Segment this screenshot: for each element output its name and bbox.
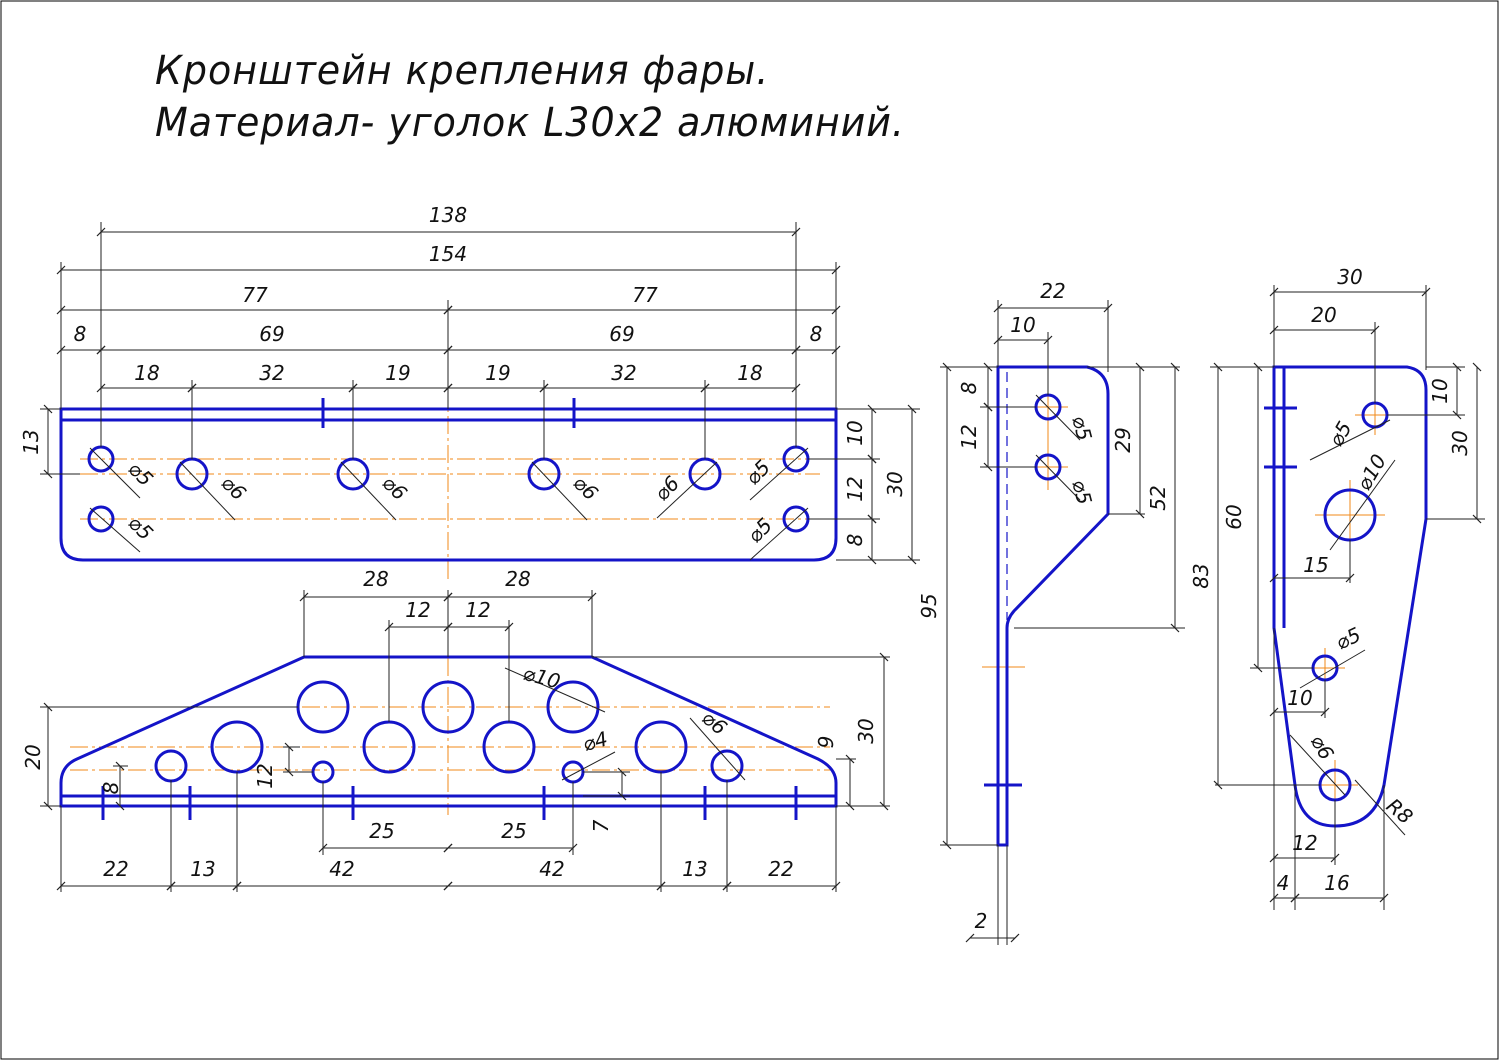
dim-25-right: 25 — [501, 819, 526, 843]
hole-label-d10: ⌀10 — [521, 661, 563, 694]
front-hole-small-right — [561, 760, 585, 784]
dim-12-left: 12 — [405, 598, 430, 622]
dim-10-side: 10 — [1010, 313, 1035, 337]
dim-4: 4 — [1277, 871, 1290, 895]
dim-19-left: 19 — [385, 361, 410, 385]
hole-bottom-left — [87, 505, 115, 533]
hole-label-bottom-left: ⌀5 — [123, 511, 157, 545]
drawing-title-line-2: Материал- уголок L30x2 алюминий. — [155, 100, 905, 146]
hole-label-mid-1: ⌀6 — [216, 471, 250, 505]
dim-138: 138 — [429, 203, 467, 227]
dim-19-right: 19 — [485, 361, 510, 385]
hole-label-d4: ⌀4 — [580, 726, 610, 756]
dim-83: 83 — [1189, 563, 1213, 588]
hole-label-mid-2: ⌀6 — [377, 471, 411, 505]
front-hole-1 — [154, 749, 188, 783]
dim-8-left: 8 — [74, 322, 87, 346]
flange-outline — [59, 407, 838, 562]
dim-10-side-2: 10 — [1428, 378, 1452, 403]
dim-77-left: 77 — [242, 283, 268, 307]
dim-12-front: 12 — [253, 763, 277, 788]
hole-label-top-left: ⌀5 — [123, 457, 157, 491]
dim-8-front: 8 — [99, 782, 123, 795]
dim-18-right: 18 — [737, 361, 762, 385]
hole-label-mid-3: ⌀6 — [568, 471, 602, 505]
dim-30-front: 30 — [854, 718, 878, 743]
dim-30: 30 — [883, 471, 907, 496]
dim-8-right: 8 — [810, 322, 823, 346]
dim-13-right: 13 — [682, 857, 707, 881]
dim-69-left: 69 — [259, 322, 284, 346]
side-view-2: 30 20 10 30 60 83 15 10 12 4 16 ⌀5 ⌀10 ⌀… — [1189, 265, 1485, 910]
hole-label-top-right: ⌀5 — [741, 455, 775, 489]
dim-32-right: 32 — [611, 361, 636, 385]
front-hole-9 — [710, 749, 744, 783]
dim-13: 13 — [19, 429, 43, 454]
dim-29: 29 — [1111, 427, 1135, 452]
hole-label-mid-4: ⌀6 — [650, 471, 684, 505]
dim-95: 95 — [917, 593, 941, 618]
dim-60: 60 — [1222, 504, 1246, 529]
dim-28-left: 28 — [363, 567, 388, 591]
side-2-hole-label-d5-lower: ⌀5 — [1332, 622, 1365, 654]
dim-30-side-2: 30 — [1337, 265, 1362, 289]
bend-marks — [101, 786, 798, 820]
front-hole-7 — [546, 680, 600, 734]
dim-15: 15 — [1303, 553, 1328, 577]
front-hole-5 — [421, 680, 475, 734]
radius-label-r8: R8 — [1382, 793, 1418, 828]
dim-12: 12 — [843, 476, 867, 501]
front-hole-small-left — [311, 760, 335, 784]
dim-25-left: 25 — [369, 819, 394, 843]
dim-42-left: 42 — [329, 857, 354, 881]
drawing-title-line-1: Кронштейн крепления фары. — [155, 48, 770, 94]
dim-52: 52 — [1146, 485, 1170, 510]
dim-22-left: 22 — [103, 857, 128, 881]
hole-label-d6: ⌀6 — [697, 705, 731, 739]
side-1-hole-label-lower: ⌀5 — [1067, 477, 1097, 507]
dim-69-right: 69 — [609, 322, 634, 346]
dim-20: 20 — [21, 744, 45, 769]
side-2-hole-label-d5-upper: ⌀5 — [1324, 417, 1357, 450]
hole-label-bottom-right: ⌀5 — [743, 513, 777, 547]
dim-154: 154 — [429, 242, 467, 266]
dim-10-inner: 10 — [1287, 686, 1312, 710]
dim-2: 2 — [975, 909, 988, 933]
dim-22-side: 22 — [1040, 279, 1065, 303]
dim-13-left: 13 — [190, 857, 215, 881]
dim-32-left: 32 — [259, 361, 284, 385]
dim-22-right: 22 — [768, 857, 793, 881]
dim-7: 7 — [589, 819, 613, 832]
side-2-hole-label-d10: ⌀10 — [1352, 450, 1392, 494]
side-1-outline — [996, 365, 1110, 847]
side-1-hole-label-upper: ⌀5 — [1067, 413, 1097, 443]
side-2-outline — [1272, 365, 1428, 828]
dim-8-vertical: 8 — [843, 534, 867, 547]
top-view: 138 154 77 77 8 69 69 8 18 32 19 19 32 1… — [19, 203, 920, 580]
dim-20-side-2: 20 — [1311, 303, 1336, 327]
front-view: 28 28 12 12 ⌀10 ⌀4 ⌀6 20 8 12 9 30 7 25 … — [21, 567, 890, 892]
side-view-1: 22 10 8 12 95 2 29 52 ⌀5 ⌀5 — [917, 279, 1185, 945]
dim-28-right: 28 — [505, 567, 530, 591]
dim-12-right: 12 — [465, 598, 490, 622]
dim-12-inner: 12 — [1292, 831, 1317, 855]
dim-77-right: 77 — [632, 283, 658, 307]
side-2-hole-label-d6: ⌀6 — [1306, 731, 1339, 764]
dim-9: 9 — [814, 736, 838, 749]
dim-18-left: 18 — [134, 361, 159, 385]
dim-8-side: 8 — [957, 382, 981, 395]
dim-30-right-side-2: 30 — [1448, 430, 1472, 455]
dim-42-right: 42 — [539, 857, 564, 881]
dim-12-side: 12 — [957, 424, 981, 449]
dim-10: 10 — [843, 420, 867, 445]
dim-16: 16 — [1324, 871, 1349, 895]
